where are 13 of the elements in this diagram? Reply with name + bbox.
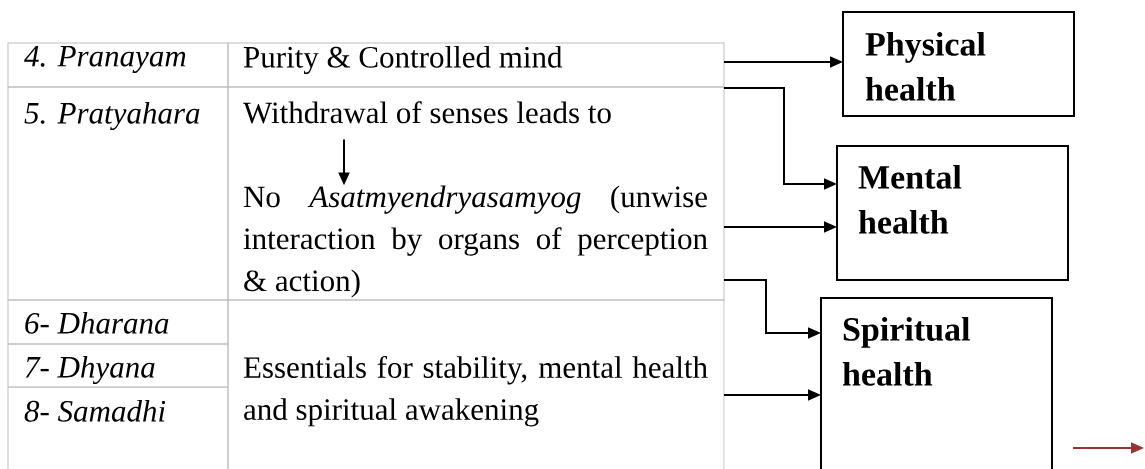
health-box: Mental health [836,145,1069,281]
table-cell: Essentials for stability, mental health and spiritual awakening [227,299,725,469]
cell-text: No Asatmyendryasamyog (unwise interaction by organs of perception & action) [243,185,708,298]
table-cell: Purity & Controlled mind [227,42,725,88]
table-cell: 6- Dharana [7,299,229,345]
table-cell: 5. Pratyahara [7,86,229,301]
table-cell: 8- Samadhi [7,386,229,469]
table-cell [227,86,725,301]
table-cell: 4. Pranayam [7,42,229,88]
health-box: Physical health [842,11,1075,117]
health-box: Spiritual health [820,297,1053,469]
cell-text: Withdrawal of senses leads to [243,101,611,124]
table-cell: 7- Dhyana [7,343,229,388]
